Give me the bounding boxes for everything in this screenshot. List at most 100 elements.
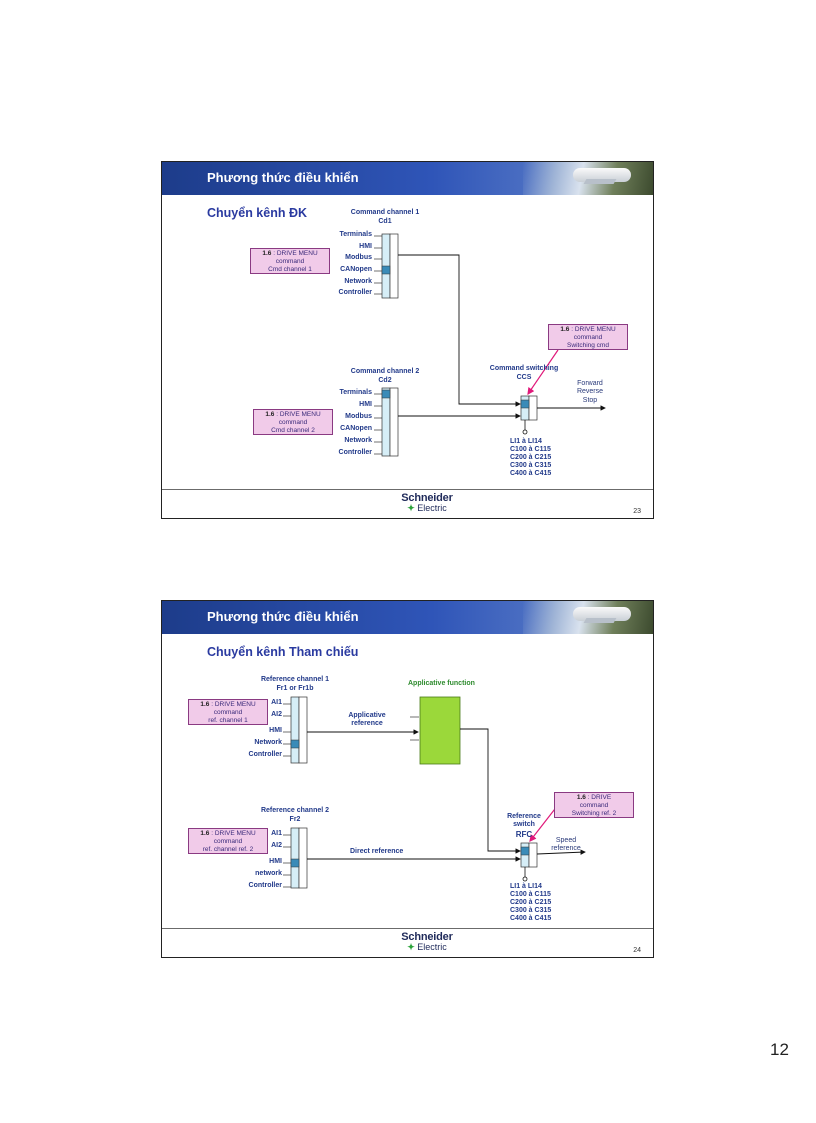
slide-subtitle: Chuyển kênh ĐK: [207, 206, 308, 220]
pink-pointer-arrow: [527, 349, 559, 395]
menu-line3: ref. channel 1: [208, 717, 248, 724]
output-reverse: Reverse: [576, 388, 604, 395]
reference-switch: [520, 842, 538, 882]
speed-ref-wire: [536, 849, 586, 855]
input-network: Network: [344, 278, 372, 285]
input-network: Network: [344, 437, 372, 444]
channel2-selector: [374, 387, 399, 457]
input-modbus: Modbus: [345, 413, 372, 420]
switch-source: LI1 à LI14: [510, 438, 542, 445]
airplane-icon: [573, 607, 631, 621]
menu-line2: command: [579, 802, 609, 809]
switch-code: CCS: [516, 374, 532, 381]
applicative-ref-line1: Applicative: [348, 712, 386, 719]
menu-line1: : DRIVE MENU: [211, 701, 256, 708]
menu-line3: ref. channel ref. 2: [202, 846, 254, 853]
menu-line2: command: [573, 334, 603, 341]
ref-channel1-title: Reference channel 1: [260, 676, 330, 683]
menu-box-cmd-channel-2: 1.6 : DRIVE MENU command Cmd channel 2: [253, 409, 333, 435]
input-network: network: [255, 870, 282, 877]
slide-page-number: 23: [633, 508, 641, 515]
header-title: Phương thức điều khiển: [207, 170, 359, 185]
menu-line3: Switching cmd: [567, 342, 609, 349]
ref-channel1-selector: [283, 696, 308, 764]
menu-line1: : DRIVE: [587, 794, 612, 801]
document-page-number: 12: [770, 1040, 789, 1059]
menu-box-ref-channel-1: 1.6 : DRIVE MENU command ref. channel 1: [188, 699, 268, 725]
switch-source: C100 à C115: [510, 891, 551, 898]
input-hmi: HMI: [359, 243, 372, 250]
switch-source: C300 à C315: [510, 462, 552, 469]
logo-bottom: Electric: [417, 503, 447, 513]
applicative-function-block: [410, 696, 461, 765]
menu-line2: command: [213, 838, 243, 845]
footer-divider: [162, 489, 653, 490]
input-controller: Controller: [338, 449, 372, 456]
airplane-icon: [573, 168, 631, 182]
input-hmi: HMI: [359, 401, 372, 408]
menu-line3: Cmd channel 2: [271, 427, 315, 434]
schneider-logo: Schneider ✦ Electric: [387, 931, 467, 953]
input-terminals: Terminals: [339, 389, 372, 396]
output-stop: Stop: [582, 397, 598, 404]
pink-pointer-arrow: [529, 804, 559, 842]
command-switch: [520, 395, 538, 435]
menu-number: 1.6: [265, 411, 275, 418]
switch-code: RFC: [515, 830, 533, 839]
command-diagram: [374, 233, 606, 457]
input-network: Network: [254, 739, 282, 746]
input-canopen: CANopen: [340, 266, 372, 273]
channel1-selector: [374, 233, 399, 299]
channel2-title: Command channel 2: [350, 368, 420, 375]
channel2-code: Cd2: [378, 377, 392, 384]
switch-source: LI1 à LI14: [510, 883, 542, 890]
speed-ref-line1: Speed: [555, 837, 577, 844]
logo-top: Schneider: [401, 931, 453, 943]
switch-source: C400 à C415: [510, 470, 552, 477]
applicative-function-title: Applicative function: [408, 680, 475, 687]
menu-line2: command: [213, 709, 243, 716]
speed-ref-line2: reference: [551, 845, 581, 852]
menu-line2: command: [278, 419, 308, 426]
switch-source: C200 à C215: [510, 454, 552, 461]
menu-number: 1.6: [262, 250, 272, 257]
applicative-ref-line2: reference: [351, 720, 383, 727]
logo-bottom: Electric: [417, 942, 447, 952]
switch-source: C200 à C215: [510, 899, 552, 906]
input-ai2: AI2: [271, 711, 282, 718]
direct-reference-label: Direct reference: [350, 848, 404, 855]
input-controller: Controller: [248, 751, 282, 758]
menu-line1: : DRIVE MENU: [211, 830, 256, 837]
input-controller: Controller: [248, 882, 282, 889]
input-hmi: HMI: [269, 858, 282, 865]
footer-divider: [162, 928, 653, 929]
input-ai1: AI1: [271, 699, 282, 706]
ref-channel2-title: Reference channel 2: [260, 807, 330, 814]
schneider-logo: Schneider ✦ Electric: [387, 492, 467, 514]
menu-box-ref-channel-2: 1.6 : DRIVE MENU command ref. channel re…: [188, 828, 268, 854]
menu-number: 1.6: [200, 830, 210, 837]
menu-number: 1.6: [576, 794, 586, 801]
input-modbus: Modbus: [345, 254, 372, 261]
menu-box-cmd-channel-1: 1.6 : DRIVE MENU command Cmd channel 1: [250, 248, 330, 274]
input-controller: Controller: [338, 289, 372, 296]
input-terminals: Terminals: [339, 231, 372, 238]
slide-header: Phương thức điều khiển: [162, 601, 653, 634]
menu-line3: Cmd channel 1: [268, 266, 312, 273]
channel1-code: Cd1: [378, 218, 392, 225]
slide-page-number: 24: [633, 947, 641, 954]
input-ai1: AI1: [271, 830, 282, 837]
input-hmi: HMI: [269, 727, 282, 734]
input-canopen: CANopen: [340, 425, 372, 432]
slide-reference-switching: Phương thức điều khiển Chuyển kênh Tham …: [161, 600, 654, 958]
menu-number: 1.6: [200, 701, 210, 708]
menu-line2: command: [275, 258, 305, 265]
menu-line1: : DRIVE MENU: [571, 326, 616, 333]
switch-title: Command switching: [489, 365, 559, 372]
channel1-wire: [398, 254, 521, 407]
channel1-title: Command channel 1: [350, 209, 420, 216]
menu-line1: : DRIVE MENU: [276, 411, 321, 418]
reference-diagram: [283, 696, 586, 889]
slide-subtitle: Chuyển kênh Tham chiếu: [207, 645, 359, 659]
output-forward: Forward: [577, 380, 603, 387]
